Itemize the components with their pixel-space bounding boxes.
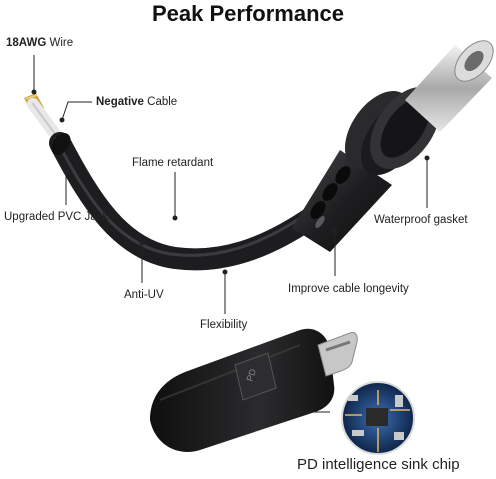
label-upgraded-pvc-jacket: Upgraded PVC Jacket	[4, 211, 118, 223]
strain-relief	[292, 150, 392, 252]
callout-lines	[31, 55, 430, 415]
waterproof-gasket	[344, 87, 440, 176]
label-negative-cable: Negative Cable	[96, 96, 178, 108]
label-anti-uv: Anti-UV	[124, 289, 164, 301]
usb-c-adapter: PD	[150, 328, 358, 452]
label-waterproof-gasket: Waterproof gasket	[374, 214, 468, 226]
label-improve-cable-longevity: Improve cable longevity	[288, 283, 409, 295]
label-flexibility: Flexibility	[200, 319, 248, 331]
connector-marking: PD	[244, 367, 258, 383]
label-flame-retardant: Flame retardant	[132, 157, 214, 169]
label-pd-intelligence-sink-chip: PD intelligence sink chip	[297, 456, 460, 473]
page-title: Peak Performance	[152, 1, 344, 26]
label-18awg-wire: 18AWG Wire	[6, 37, 74, 49]
dc-barrel-plug	[405, 40, 494, 132]
pd-chip-image	[341, 381, 415, 455]
